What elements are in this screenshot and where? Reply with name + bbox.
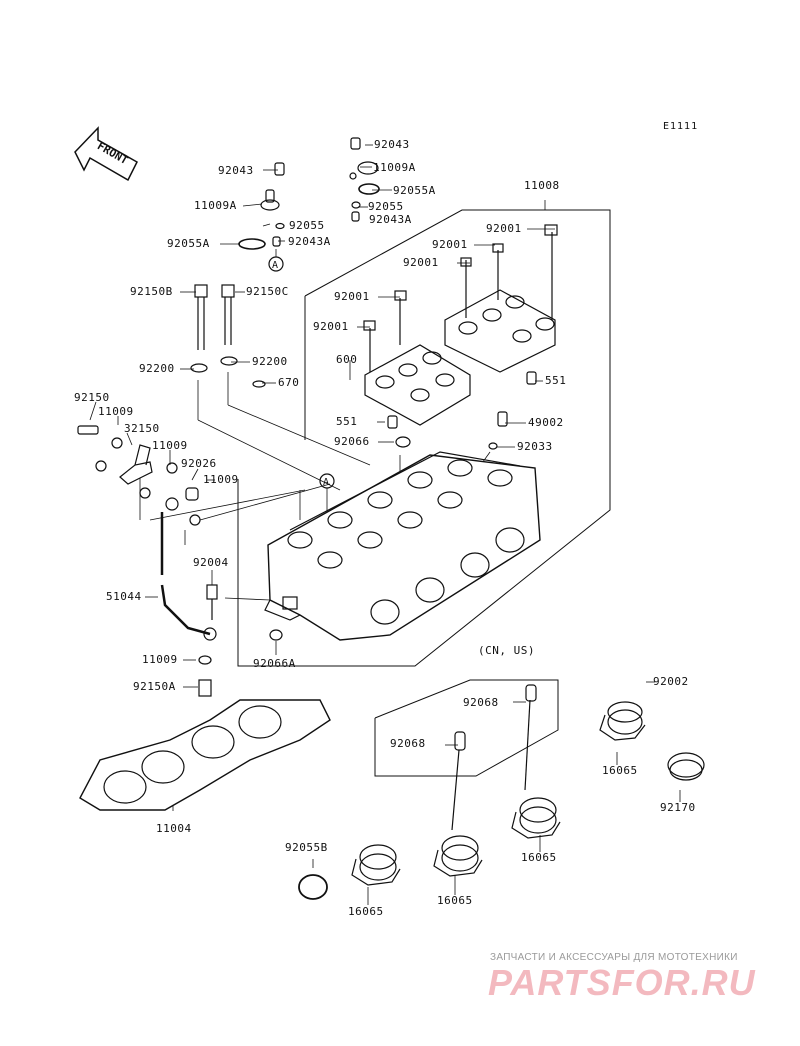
part-label: 92055A <box>393 184 436 197</box>
head-bolts <box>190 284 266 388</box>
part-label: 11009 <box>152 439 188 452</box>
part-label: 11009A <box>194 199 237 212</box>
clamp-92170 <box>667 752 705 781</box>
part-label: 11009 <box>203 473 239 486</box>
callout-a-top: A <box>268 249 284 272</box>
part-label: 11008 <box>524 179 560 192</box>
front-arrow-icon: FRONT <box>74 126 138 182</box>
part-label: 92068 <box>463 696 499 709</box>
svg-text:A: A <box>323 477 329 488</box>
part-label: 92043 <box>218 164 254 177</box>
intake-holder-3 <box>433 835 483 877</box>
leader-lines <box>89 144 681 905</box>
part-label: 92150C <box>246 285 289 298</box>
part-label: 11009 <box>142 653 178 666</box>
part-label: 32150 <box>124 422 160 435</box>
watermark-caption: ЗАПЧАСТИ И АКСЕССУАРЫ ДЛЯ МОТОТЕХНИКИ <box>490 952 738 963</box>
part-label: 92055 <box>289 219 325 232</box>
part-label: 92200 <box>252 355 288 368</box>
part-label: 92068 <box>390 737 426 750</box>
market-bracket <box>374 679 559 777</box>
part-label: 670 <box>278 376 300 389</box>
part-label: 551 <box>545 374 567 387</box>
svg-text:A: A <box>272 260 278 271</box>
part-label: 92170 <box>660 801 696 814</box>
o-ring-92055b <box>298 874 328 900</box>
part-label: 92002 <box>653 675 689 688</box>
part-label: 92066 <box>334 435 370 448</box>
part-label: 92150B <box>130 285 173 298</box>
market-note: (CN, US) <box>478 644 535 657</box>
part-label: 92001 <box>432 238 468 251</box>
part-label: 92150 <box>74 391 110 404</box>
cylinder-head <box>264 451 541 641</box>
part-label: 92004 <box>193 556 229 569</box>
oil-pipe-assembly <box>77 425 218 697</box>
part-label: 92043A <box>369 213 412 226</box>
part-label: 92043A <box>288 235 331 248</box>
part-label: 92055 <box>368 200 404 213</box>
part-label: 92200 <box>139 362 175 375</box>
part-label: 11009 <box>98 405 134 418</box>
part-label: 92150A <box>133 680 176 693</box>
watermark-logo[interactable]: PARTSFOR.RU <box>488 962 756 1003</box>
part-label: 92001 <box>313 320 349 333</box>
intake-holder-1 <box>599 701 646 741</box>
part-label: 92043 <box>374 138 410 151</box>
part-label: 16065 <box>348 905 384 918</box>
part-label: 49002 <box>528 416 564 429</box>
holders-cn-us <box>451 684 537 831</box>
part-label: 92033 <box>517 440 553 453</box>
oil-plug-parts-left <box>238 162 285 250</box>
camshaft-cap-front <box>363 290 537 448</box>
part-label: 11009A <box>373 161 416 174</box>
diagram-reference-code: E1111 <box>663 121 699 132</box>
part-label: 92055B <box>285 841 328 854</box>
intake-holder-4 <box>351 844 401 886</box>
assembly-frame <box>237 209 611 667</box>
part-label: 51044 <box>106 590 142 603</box>
part-label: 16065 <box>437 894 473 907</box>
part-label: 551 <box>336 415 358 428</box>
oil-plug-parts-right <box>349 137 380 222</box>
part-label: 16065 <box>602 764 638 777</box>
part-label: 11004 <box>156 822 192 835</box>
part-label: 16065 <box>521 851 557 864</box>
stud-49002 <box>488 411 508 450</box>
part-label: 92001 <box>334 290 370 303</box>
part-label: 600 <box>336 353 358 366</box>
part-label: 92066A <box>253 657 296 670</box>
intake-holder-2 <box>511 797 561 839</box>
part-label: 92001 <box>486 222 522 235</box>
part-label: 92055A <box>167 237 210 250</box>
part-label: 92026 <box>181 457 217 470</box>
part-label: 92001 <box>403 256 439 269</box>
camshaft-cap-rear <box>444 224 558 373</box>
head-gasket <box>79 699 331 811</box>
